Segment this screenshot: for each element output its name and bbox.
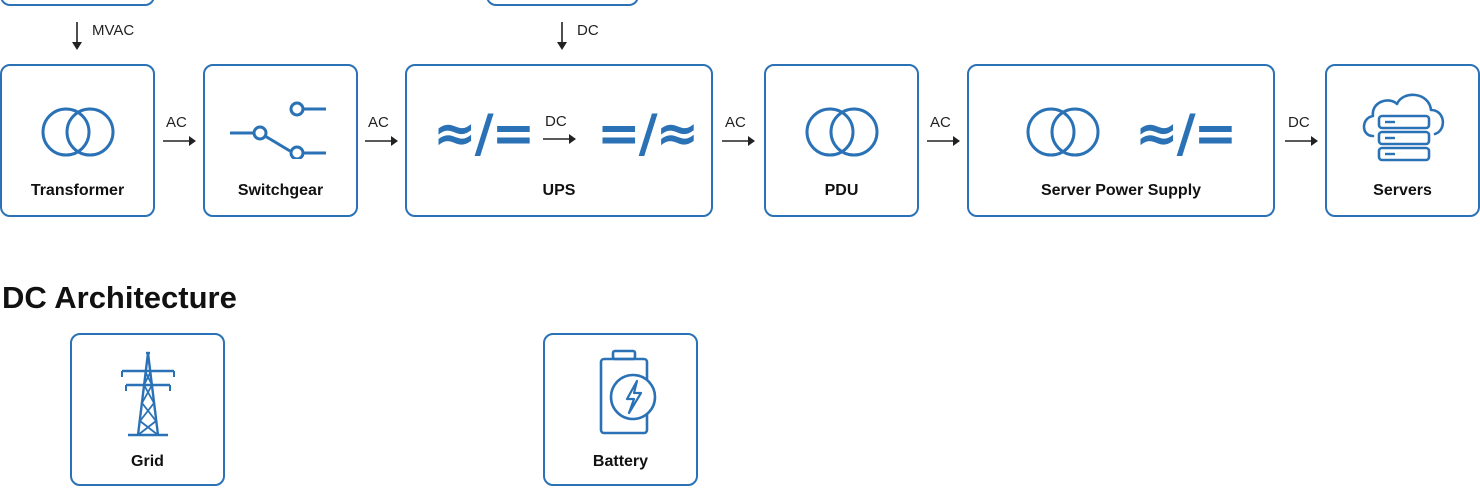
connector-label: DC bbox=[1288, 114, 1310, 131]
connector-label: AC bbox=[368, 114, 389, 131]
server-power-supply-label: Server Power Supply bbox=[1040, 182, 1202, 199]
transformer-icon bbox=[805, 107, 879, 157]
transformer-icon bbox=[41, 107, 115, 157]
ups-label: UPS bbox=[542, 182, 576, 199]
top-source-box-right bbox=[486, 0, 639, 6]
transformer-icon bbox=[1026, 107, 1100, 157]
section-title: DC Architecture bbox=[2, 280, 237, 315]
connector-arrow bbox=[365, 136, 398, 146]
battery-icon bbox=[599, 349, 657, 435]
server-power-supply-node: ≈/= Server Power Supply bbox=[967, 64, 1275, 217]
switchgear-node: Switchgear bbox=[203, 64, 358, 217]
dc-feed-arrow bbox=[557, 22, 567, 50]
connector-arrow bbox=[163, 136, 196, 146]
ups-internal-dc-label: DC bbox=[545, 113, 567, 130]
connector-arrow bbox=[722, 136, 755, 146]
mvac-feed-arrow bbox=[72, 22, 82, 50]
pdu-label: PDU bbox=[824, 182, 859, 199]
rectifier-symbol: ≈/= bbox=[1135, 104, 1237, 164]
rectifier-symbol: ≈/= bbox=[433, 104, 535, 164]
pdu-node: PDU bbox=[764, 64, 919, 217]
connector-label: AC bbox=[725, 114, 746, 131]
switch-icon bbox=[230, 101, 326, 159]
connector-arrow bbox=[927, 136, 960, 146]
transformer-node: Transformer bbox=[0, 64, 155, 217]
switchgear-label: Switchgear bbox=[237, 182, 324, 199]
battery-node: Battery bbox=[543, 333, 698, 486]
connector-arrow bbox=[1285, 136, 1318, 146]
inverter-symbol: =/≈ bbox=[597, 104, 699, 164]
servers-label: Servers bbox=[1373, 182, 1432, 199]
servers-node: Servers bbox=[1325, 64, 1480, 217]
dc-feed-label: DC bbox=[577, 22, 599, 39]
battery-label: Battery bbox=[592, 453, 649, 470]
ups-internal-arrow bbox=[543, 134, 576, 144]
top-source-box-left bbox=[0, 0, 155, 6]
connector-label: AC bbox=[930, 114, 951, 131]
grid-node: Grid bbox=[70, 333, 225, 486]
grid-label: Grid bbox=[131, 453, 164, 470]
cloud-server-icon bbox=[1362, 93, 1445, 162]
connector-label: AC bbox=[166, 114, 187, 131]
ups-node: ≈/= DC =/≈ UPS bbox=[405, 64, 713, 217]
transmission-tower-icon bbox=[121, 351, 175, 437]
transformer-label: Transformer bbox=[30, 182, 125, 199]
mvac-feed-label: MVAC bbox=[92, 22, 135, 39]
